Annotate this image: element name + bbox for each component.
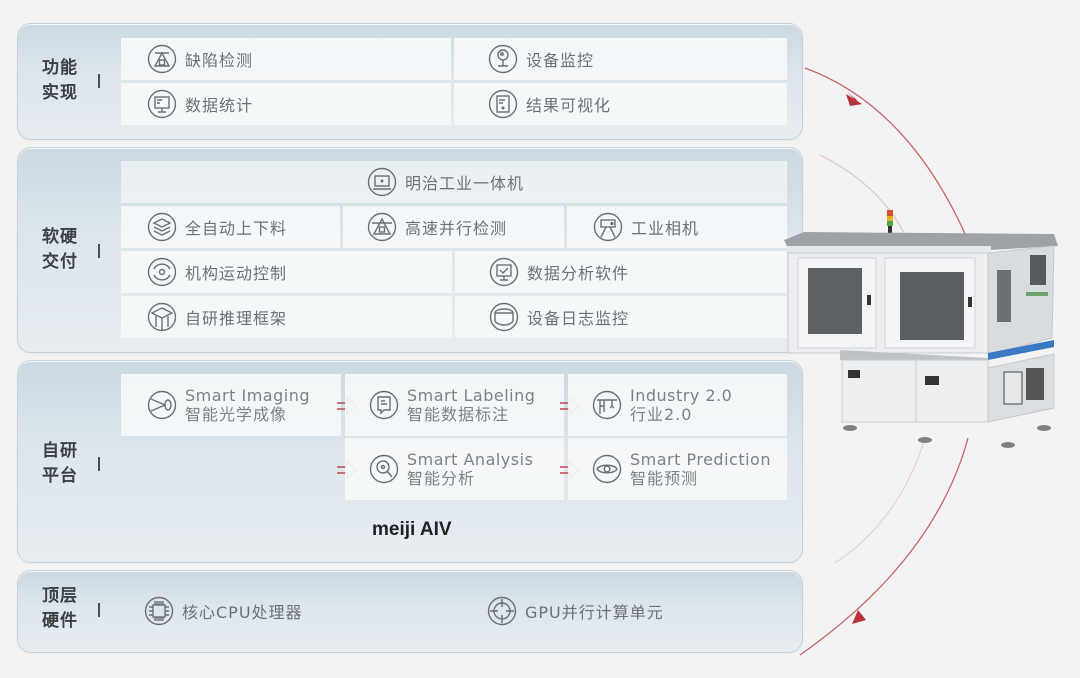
item-industrial-pc: 明治工业一体机 — [121, 161, 787, 203]
item-label: 设备日志监控 — [527, 309, 630, 328]
label-line-2: 实现 — [42, 83, 78, 103]
item-label-en: Smart Imaging — [185, 386, 310, 405]
layer-label-platform: 自研 平台 — [42, 439, 78, 489]
item-industrial-camera: 工业相机 — [567, 206, 787, 248]
item-label: 设备监控 — [526, 51, 595, 70]
item-label-cn: 智能数据标注 — [407, 405, 510, 424]
industrial-pc-icon — [367, 167, 397, 197]
item-device-monitor: 设备监控 — [454, 38, 787, 80]
parallel-detect-icon — [367, 212, 397, 242]
label-line-1: 软硬 — [42, 227, 78, 247]
item-label: 核心CPU处理器 — [182, 603, 303, 622]
item-label-en: Industry 2.0 — [630, 386, 733, 405]
label-line-1: 顶层 — [42, 586, 78, 606]
cpu-chip-icon — [144, 596, 174, 626]
item-label-cn: 智能分析 — [407, 469, 476, 488]
robot-arm-icon — [592, 390, 622, 420]
data-stats-icon — [147, 89, 177, 119]
label-line-1: 自研 — [42, 441, 78, 461]
eye-icon — [592, 454, 622, 484]
analysis-software-icon — [489, 257, 519, 287]
inference-framework-icon — [147, 302, 177, 332]
optical-imaging-icon — [147, 390, 177, 420]
item-label: 高速并行检测 — [405, 219, 508, 238]
brand-name: meiji AIV — [372, 519, 452, 540]
labeling-icon — [369, 390, 399, 420]
layer-label-delivery: 软硬 交付 — [42, 225, 78, 275]
item-label: 明治工业一体机 — [405, 174, 525, 193]
layer-label-hardware: 顶层 硬件 — [42, 584, 78, 634]
item-defect-detection: 缺陷检测 — [121, 38, 451, 80]
gpu-target-icon — [487, 596, 517, 626]
item-label: 数据分析软件 — [527, 264, 630, 283]
divider-pipe — [98, 244, 100, 258]
magnifier-icon — [369, 454, 399, 484]
result-visual-icon — [488, 89, 518, 119]
divider-pipe — [98, 603, 100, 617]
label-line-2: 平台 — [42, 466, 78, 486]
item-motion-control: 机构运动控制 — [121, 251, 452, 293]
device-log-icon — [489, 302, 519, 332]
item-label: 结果可视化 — [526, 96, 612, 115]
item-label-en: Smart Analysis — [407, 450, 534, 469]
industrial-camera-icon — [593, 212, 623, 242]
divider-pipe — [98, 74, 100, 88]
item-label: 工业相机 — [631, 219, 700, 238]
item-label-cn: 行业2.0 — [630, 405, 693, 424]
divider-pipe — [98, 457, 100, 471]
item-parallel-detection: 高速并行检测 — [343, 206, 564, 248]
item-label: 自研推理框架 — [185, 309, 288, 328]
item-label: 缺陷检测 — [185, 51, 254, 70]
item-label: 全自动上下料 — [185, 219, 288, 238]
item-label: GPU并行计算单元 — [525, 603, 664, 622]
label-line-2: 交付 — [42, 252, 78, 272]
item-label: 数据统计 — [185, 96, 254, 115]
item-label-en: Smart Prediction — [630, 450, 771, 469]
layer-panel-function: 功能 实现 缺陷检测 设备监控 数据统计 结果可视化 — [17, 23, 803, 140]
device-monitor-icon — [488, 44, 518, 74]
item-result-visualization: 结果可视化 — [454, 83, 787, 125]
item-label: 机构运动控制 — [185, 264, 288, 283]
item-label-en: Smart Labeling — [407, 386, 536, 405]
item-label-cn: 智能预测 — [630, 469, 699, 488]
layer-panel-hardware: 顶层 硬件 核心CPU处理器 GPU并行计算单元 — [17, 570, 803, 653]
industrial-machine-illustration — [784, 210, 1058, 448]
item-device-log-monitor: 设备日志监控 — [455, 296, 787, 338]
layer-label-function: 功能 实现 — [42, 56, 78, 106]
item-auto-loading: 全自动上下料 — [121, 206, 340, 248]
item-gpu: GPU并行计算单元 — [487, 593, 777, 629]
label-line-1: 功能 — [42, 58, 78, 78]
item-data-statistics: 数据统计 — [121, 83, 451, 125]
item-analysis-software: 数据分析软件 — [455, 251, 787, 293]
item-inference-framework: 自研推理框架 — [121, 296, 452, 338]
label-line-2: 硬件 — [42, 611, 78, 631]
item-cpu: 核心CPU处理器 — [144, 593, 394, 629]
layers-icon — [147, 212, 177, 242]
item-label-cn: 智能光学成像 — [185, 405, 288, 424]
defect-detect-icon — [147, 44, 177, 74]
layer-panel-delivery: 软硬 交付 明治工业一体机 全自动上下料 高速并行检测 工业相机 机构运动控制 — [17, 147, 803, 353]
motion-control-icon — [147, 257, 177, 287]
